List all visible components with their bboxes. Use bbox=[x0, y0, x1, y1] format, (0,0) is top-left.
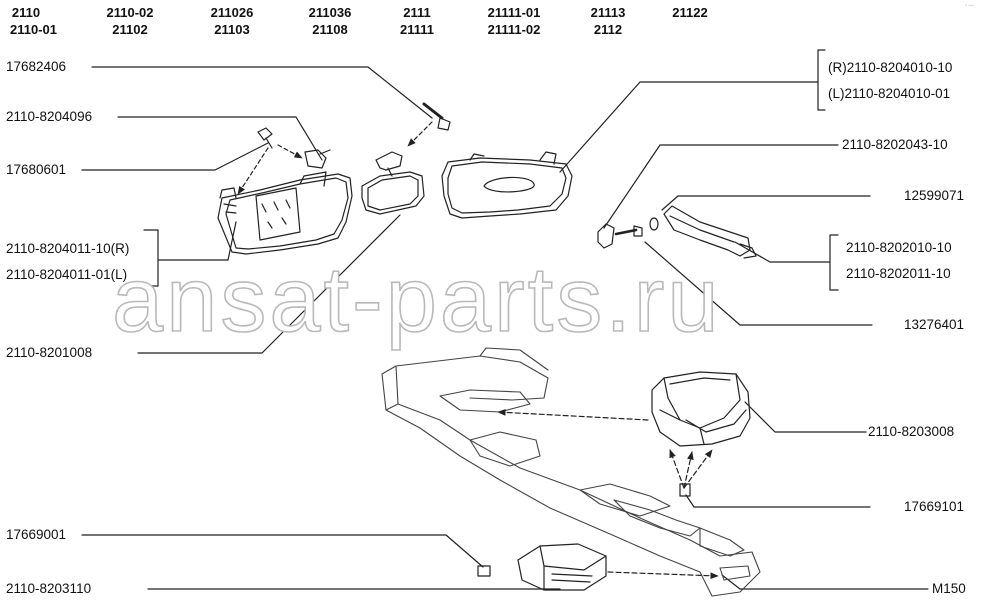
label-r-2110-8204010-10: (R)2110-8204010-10 bbox=[828, 60, 953, 75]
handle-cover bbox=[597, 223, 615, 249]
corner-mark: ▫ ▫▫▫ bbox=[965, 3, 974, 9]
sun-visor-right bbox=[441, 151, 573, 219]
screw-17669001 bbox=[477, 565, 491, 577]
label-2110-8204011-10-r: 2110-8204011-10(R) bbox=[6, 241, 130, 256]
label-2110-8202043-10: 2110-8202043-10 bbox=[842, 137, 948, 152]
label-2110-8202010-10: 2110-8202010-10 bbox=[846, 240, 952, 255]
center-console bbox=[381, 347, 761, 597]
visor-screw-left bbox=[237, 127, 331, 195]
model-col-8: 21122 bbox=[672, 5, 708, 20]
label-2110-8203110: 2110-8203110 bbox=[6, 581, 92, 596]
cup-holder-assembly bbox=[651, 371, 751, 447]
label-12599071: 12599071 bbox=[904, 188, 965, 203]
console-dashed-arrows bbox=[497, 409, 719, 580]
handle-screw bbox=[614, 217, 659, 237]
label-17669001: 17669001 bbox=[6, 527, 67, 542]
label-2110-8202011-10: 2110-8202011-10 bbox=[846, 266, 951, 281]
label-l-2110-8204010-01: (L)2110-8204010-01 bbox=[828, 86, 951, 101]
sun-visor-left bbox=[217, 171, 353, 255]
label-2110-8201008: 2110-8201008 bbox=[6, 345, 93, 360]
label-17680601: 17680601 bbox=[6, 162, 67, 177]
label-17669101: 17669101 bbox=[904, 499, 965, 514]
rear-view-mirror bbox=[361, 151, 425, 215]
ashtray-box bbox=[517, 543, 607, 591]
label-2110-8204011-01-l: 2110-8204011-01(L) bbox=[6, 267, 128, 282]
mirror-screw bbox=[407, 102, 451, 147]
label-2110-8204096: 2110-8204096 bbox=[6, 109, 93, 124]
label-13276401: 13276401 bbox=[904, 317, 965, 332]
label-2110-8203008: 2110-8203008 bbox=[868, 424, 955, 439]
screw-17669101 bbox=[679, 483, 691, 497]
leader-lines-right bbox=[559, 49, 929, 590]
label-17682406: 17682406 bbox=[6, 59, 67, 74]
label-m150: M150 bbox=[932, 581, 966, 596]
leader-lines-left bbox=[81, 66, 561, 590]
grab-handle bbox=[663, 205, 757, 259]
